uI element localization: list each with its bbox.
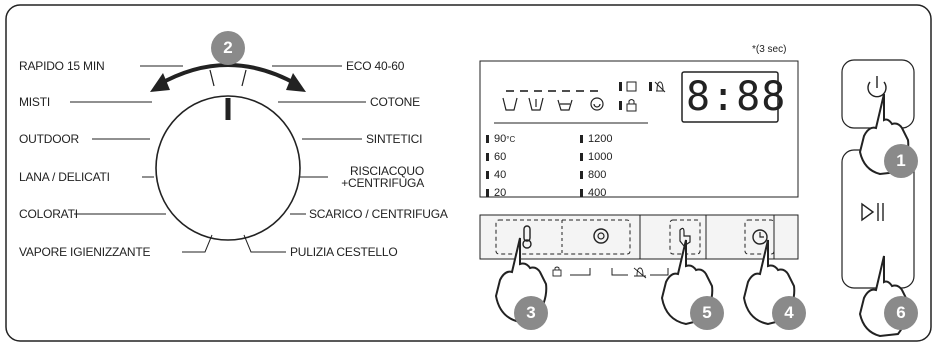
program-cotone: COTONE bbox=[370, 96, 420, 109]
spin-option-800: 800 bbox=[580, 169, 606, 181]
step-badge-6: 6 bbox=[884, 296, 918, 330]
program-rapido: RAPIDO 15 MIN bbox=[19, 60, 104, 73]
spin-option-1000: 1000 bbox=[580, 151, 612, 163]
hold-note: *(3 sec) bbox=[752, 44, 786, 56]
program-lana-delicati: LANA / DELICATI bbox=[19, 171, 110, 184]
step-badge-3: 3 bbox=[514, 296, 548, 330]
spin-option-400: 400 bbox=[580, 187, 606, 199]
step-badge-2: 2 bbox=[211, 31, 245, 65]
program-vapore: VAPORE IGIENIZZANTE bbox=[19, 246, 150, 259]
program-pulizia-cestello: PULIZIA CESTELLO bbox=[290, 246, 398, 259]
program-eco: ECO 40-60 bbox=[346, 60, 404, 73]
time-display: 8:88 bbox=[686, 74, 786, 120]
temp-option-60: 60 bbox=[486, 151, 506, 163]
program-colorati: COLORATI bbox=[19, 208, 78, 221]
spin-option-1200: 1200 bbox=[580, 133, 612, 145]
temp-option-20: 20 bbox=[486, 187, 506, 199]
step-badge-5: 5 bbox=[690, 296, 724, 330]
step-badge-4: 4 bbox=[772, 296, 806, 330]
step-badge-1: 1 bbox=[884, 144, 918, 178]
program-outdoor: OUTDOOR bbox=[19, 133, 79, 146]
temp-option-90: 90°C bbox=[486, 133, 515, 146]
program-misti: MISTI bbox=[19, 96, 50, 109]
program-centrifuga: +CENTRIFUGA bbox=[332, 177, 424, 190]
program-scarico-centrifuga: SCARICO / CENTRIFUGA bbox=[309, 208, 448, 221]
program-dial[interactable] bbox=[70, 65, 366, 252]
program-sintetici: SINTETICI bbox=[366, 133, 422, 146]
temp-option-40: 40 bbox=[486, 169, 506, 181]
